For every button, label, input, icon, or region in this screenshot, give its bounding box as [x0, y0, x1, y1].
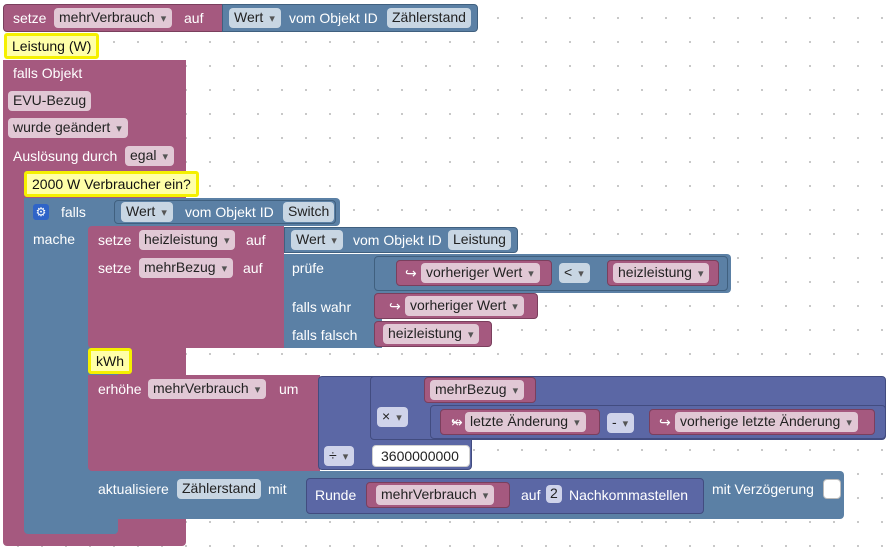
- prev-value-block[interactable]: ↪ vorheriger Wert: [396, 260, 552, 286]
- falls-wahr-label: falls wahr: [292, 299, 352, 315]
- ausloesung-label: Auslösung durch: [13, 148, 118, 164]
- variable-dropdown[interactable]: mehrVerbrauch: [148, 379, 267, 399]
- falls-label: falls: [61, 204, 86, 220]
- prev-value-dropdown[interactable]: vorheriger Wert: [421, 263, 540, 283]
- object-id-field[interactable]: Zählerstand: [387, 8, 471, 28]
- heizleistung-var-false[interactable]: heizleistung: [374, 321, 492, 347]
- wert-dropdown[interactable]: Wert: [229, 8, 281, 28]
- wert-dropdown[interactable]: Wert: [291, 230, 343, 250]
- heizleistung-var-block[interactable]: heizleistung: [607, 260, 719, 286]
- round-var-block[interactable]: mehrVerbrauch: [366, 482, 510, 508]
- mache-label: mache: [33, 231, 76, 247]
- comment-verbraucher[interactable]: 2000 W Verbraucher ein?: [24, 171, 199, 197]
- wert-dropdown[interactable]: Wert: [121, 202, 173, 222]
- return-arrow-icon: ↪: [389, 298, 401, 314]
- aktualisiere-label: aktualisiere: [98, 481, 169, 497]
- setze-label: setze: [98, 260, 132, 276]
- falls-objekt-label: falls Objekt: [13, 65, 83, 81]
- ausloesung-dropdown[interactable]: egal: [125, 146, 174, 166]
- update-object-field[interactable]: Zählerstand: [177, 479, 261, 499]
- prev-value-dropdown[interactable]: vorheriger Wert: [405, 296, 524, 316]
- digits-field[interactable]: 2: [546, 485, 562, 503]
- get-value-block-top[interactable]: Wert vom Objekt ID Zählerstand: [222, 4, 478, 32]
- mehrbezug-var-block[interactable]: mehrBezug: [424, 377, 536, 403]
- return-arrow-icon: ↪: [405, 265, 417, 281]
- switch-value-block[interactable]: Wert vom Objekt ID Switch: [114, 200, 336, 224]
- gear-icon[interactable]: ⚙: [33, 204, 49, 220]
- increase-block[interactable]: erhöhe mehrVerbrauch um: [88, 375, 320, 471]
- variable-dropdown[interactable]: mehrBezug: [430, 380, 525, 400]
- comment-kwh[interactable]: kWh: [88, 348, 132, 374]
- comment-leistung[interactable]: Leistung (W): [4, 33, 100, 59]
- auf-label: auf: [246, 232, 266, 248]
- if-block-footer: [88, 519, 118, 534]
- vom-objekt-label: vom Objekt ID: [353, 232, 442, 248]
- um-label: um: [279, 381, 299, 397]
- setze-label: setze: [13, 10, 47, 26]
- prev-value-block-true[interactable]: ↪ vorheriger Wert: [374, 293, 538, 319]
- change-type-dropdown[interactable]: wurde geändert: [8, 118, 128, 138]
- return-arrow-icon: ×: [451, 414, 460, 430]
- mit-label: mit: [268, 481, 287, 497]
- variable-dropdown[interactable]: mehrVerbrauch: [54, 8, 173, 28]
- divisor-number-field[interactable]: 3600000000: [372, 445, 470, 467]
- variable-dropdown[interactable]: heizleistung: [383, 324, 480, 344]
- variable-dropdown[interactable]: mehrBezug: [139, 258, 234, 278]
- divide-operator-dropdown[interactable]: ÷: [324, 446, 355, 466]
- vom-objekt-label: vom Objekt ID: [289, 10, 378, 26]
- auf-label: auf: [184, 10, 204, 26]
- setze-label: setze: [98, 232, 132, 248]
- return-arrow-icon: ↪: [451, 414, 463, 430]
- get-leistung-block[interactable]: Wert vom Objekt ID Leistung: [284, 227, 518, 253]
- variable-dropdown[interactable]: mehrVerbrauch: [376, 485, 495, 505]
- verzoegerung-label: mit Verzögerung: [712, 481, 814, 497]
- erhoehe-label: erhöhe: [98, 381, 142, 397]
- nachkomma-label: Nachkommastellen: [569, 487, 689, 503]
- falls-falsch-label: falls falsch: [292, 327, 358, 343]
- set-mehrbezug-block[interactable]: setze mehrBezug auf: [88, 254, 284, 348]
- set-heizleistung-block[interactable]: setze heizleistung auf: [88, 226, 284, 254]
- delay-checkbox[interactable]: [823, 479, 841, 499]
- operator-dropdown[interactable]: <: [559, 263, 590, 283]
- auf-label: auf: [243, 260, 263, 276]
- minus-operator-dropdown[interactable]: -: [607, 413, 635, 433]
- variable-dropdown[interactable]: heizleistung: [613, 263, 710, 283]
- pruefe-label: prüfe: [292, 260, 324, 276]
- multiply-operator-dropdown[interactable]: ×: [377, 407, 408, 427]
- vom-objekt-label: vom Objekt ID: [185, 204, 274, 220]
- variable-dropdown[interactable]: heizleistung: [139, 230, 236, 250]
- set-block-top[interactable]: setze mehrVerbrauch auf: [3, 4, 223, 32]
- object-id-field[interactable]: Switch: [283, 202, 335, 222]
- last-change-dropdown[interactable]: letzte Änderung: [465, 412, 586, 432]
- auf-label: auf: [521, 487, 541, 503]
- object-id-field[interactable]: Leistung: [448, 230, 511, 250]
- prev-last-change-dropdown[interactable]: vorherige letzte Änderung: [675, 412, 858, 432]
- return-arrow-icon: ↪: [659, 414, 671, 430]
- trigger-object-field[interactable]: EVU-Bezug: [8, 91, 92, 111]
- runde-label: Runde: [315, 487, 357, 503]
